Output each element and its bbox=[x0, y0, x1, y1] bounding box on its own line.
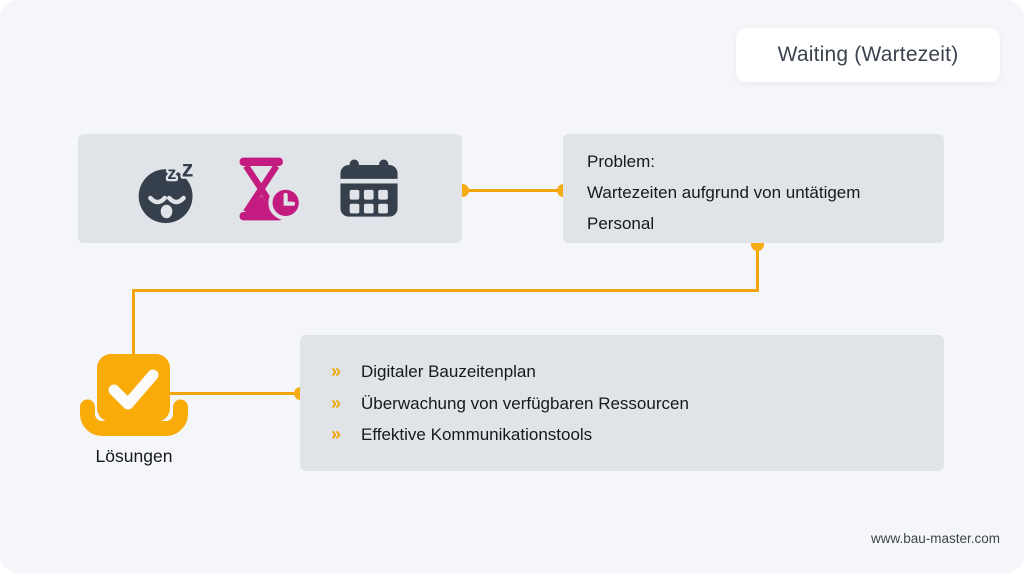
problem-heading: Problem: bbox=[587, 152, 656, 171]
calendar-icon bbox=[334, 154, 404, 224]
solution-item: » Effektive Kommunikationstools bbox=[331, 419, 924, 451]
solution-text: Digitaler Bauzeitenplan bbox=[361, 362, 536, 381]
connector-to-solutions-icon bbox=[131, 289, 135, 357]
svg-text:z: z bbox=[182, 155, 194, 181]
chevron-bullet-icon: » bbox=[331, 392, 342, 413]
hourglass-clock-icon bbox=[235, 154, 305, 224]
chevron-bullet-icon: » bbox=[331, 424, 342, 444]
solution-item: » Überwachung von verfügbaren Ressourcen bbox=[331, 388, 924, 420]
title-card: Waiting (Wartezeit) bbox=[736, 28, 1000, 82]
solutions-check-icon bbox=[80, 354, 188, 443]
connector-icon-to-solutions bbox=[168, 391, 300, 395]
solutions-card: » Digitaler Bauzeitenplan » Überwachung … bbox=[300, 335, 944, 471]
website-url: www.bau-master.com bbox=[870, 531, 1000, 546]
connector-problem-down bbox=[755, 245, 759, 291]
sleeping-face-icon: z z bbox=[136, 154, 206, 224]
waste-icons-card: z z bbox=[78, 134, 462, 243]
problem-text: Wartezeiten aufgrund von untätigem Perso… bbox=[587, 183, 861, 233]
svg-text:z: z bbox=[167, 163, 176, 183]
problem-card: Problem: Wartezeiten aufgrund von untäti… bbox=[563, 134, 944, 243]
solution-item: » Digitaler Bauzeitenplan bbox=[331, 356, 924, 388]
page-title: Waiting (Wartezeit) bbox=[777, 43, 959, 66]
solution-text: Effektive Kommunikationstools bbox=[361, 425, 593, 444]
connector-icons-to-problem bbox=[462, 188, 563, 192]
chevron-bullet-icon: » bbox=[331, 361, 342, 381]
solutions-label: Lösungen bbox=[95, 446, 173, 466]
solution-text: Überwachung von verfügbaren Ressourcen bbox=[361, 393, 689, 413]
connector-horizontal bbox=[131, 289, 759, 292]
